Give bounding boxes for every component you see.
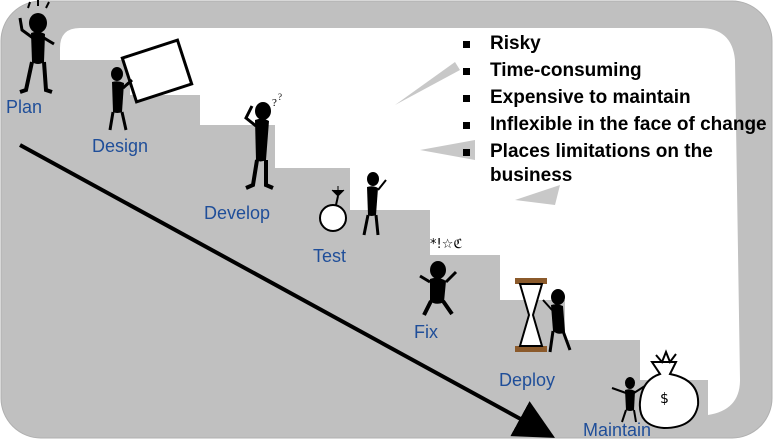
design-figure-icon <box>108 38 194 131</box>
stage-label-develop: Develop <box>204 203 270 223</box>
maintain-figure-icon: $ <box>611 349 700 430</box>
drawback-item: Inflexible in the face of change <box>458 113 773 137</box>
stage-label-test: Test <box>313 246 346 266</box>
pointer-triangle-top <box>395 62 460 105</box>
svg-text:?: ? <box>278 92 282 102</box>
pointer-triangle-bottom <box>515 185 560 205</box>
svg-text:?: ? <box>272 97 277 109</box>
svg-text:*!☆ℭ: *!☆ℭ <box>430 237 463 252</box>
fix-figure-icon: *!☆ℭ <box>419 237 463 316</box>
stage-label-design: Design <box>92 136 148 156</box>
drawback-item: Places limitations on the business <box>458 140 773 188</box>
drawbacks-list: Risky Time-consuming Expensive to mainta… <box>458 32 773 191</box>
staircase-white-area <box>60 28 740 415</box>
pointer-triangle-middle <box>420 140 475 160</box>
drawback-item: Expensive to maintain <box>458 86 773 110</box>
drawback-item: Time-consuming <box>458 59 773 83</box>
deploy-figure-icon <box>515 278 572 353</box>
stage-label-fix: Fix <box>414 322 438 342</box>
plan-figure-icon <box>18 0 55 94</box>
progress-arrow <box>19 143 556 438</box>
drawback-item: Risky <box>458 32 773 56</box>
svg-text:$: $ <box>660 391 669 407</box>
stage-label-maintain: Maintain <box>583 420 651 439</box>
test-figure-icon <box>319 172 387 236</box>
stage-label-deploy: Deploy <box>499 370 555 390</box>
develop-figure-icon: ? ? <box>244 92 282 190</box>
stage-label-plan: Plan <box>6 97 42 117</box>
